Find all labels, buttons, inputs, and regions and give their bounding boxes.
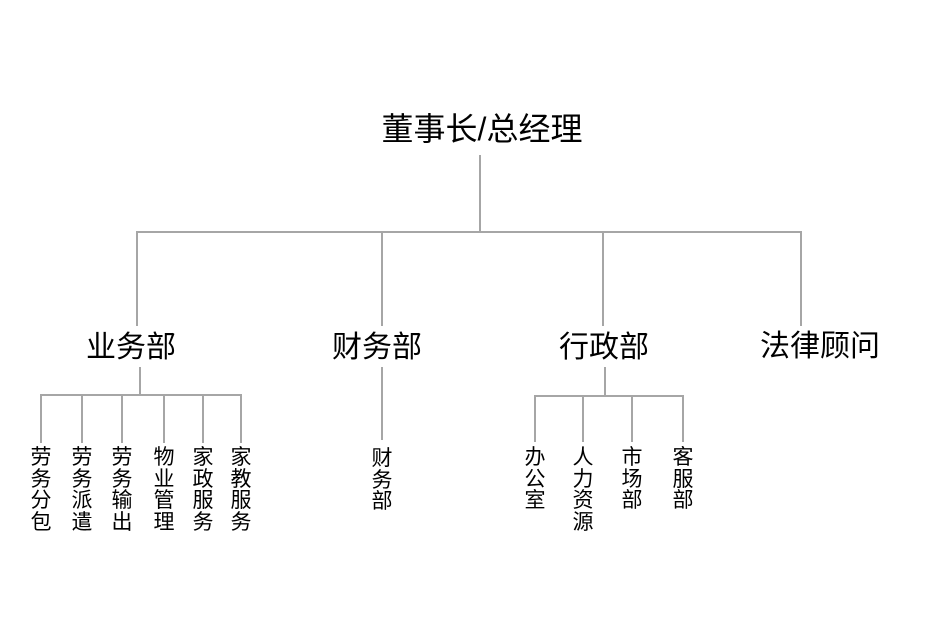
leaf-node-housekeeping-service: 家政服务 (192, 446, 214, 534)
connector-admin-child-3 (631, 395, 633, 442)
connector-root-drop (479, 155, 481, 232)
connector-admin-bar (534, 395, 684, 397)
connector-business-child-5 (202, 394, 204, 443)
connector-business-child-3 (121, 394, 123, 443)
org-root-node: 董事长/总经理 (381, 111, 583, 147)
connector-drop-legal (800, 231, 802, 326)
leaf-node-human-resources: 人力资源 (572, 446, 594, 534)
connector-admin-child-2 (582, 395, 584, 442)
connector-admin-stem (604, 367, 606, 396)
leaf-node-labor-dispatch: 劳务派遣 (71, 446, 93, 534)
leaf-node-labor-export: 劳务输出 (111, 446, 133, 534)
connector-business-child-2 (81, 394, 83, 443)
connector-business-bar (40, 394, 242, 396)
connector-admin-child-1 (534, 395, 536, 442)
connector-level1-bar (136, 231, 802, 233)
connector-finance-stem (381, 367, 383, 440)
leaf-node-property-management: 物业管理 (153, 446, 175, 534)
leaf-node-office: 办公室 (524, 446, 546, 512)
connector-business-child-1 (40, 394, 42, 443)
connector-business-stem (139, 367, 141, 395)
leaf-node-tutoring-service: 家教服务 (230, 446, 252, 534)
leaf-node-finance-dept: 财务部 (371, 447, 393, 513)
connector-admin-child-4 (682, 395, 684, 442)
dept-node-legal: 法律顾问 (760, 330, 880, 363)
connector-drop-business (136, 231, 138, 326)
dept-node-finance: 财务部 (332, 331, 422, 364)
leaf-node-labor-subcontract: 劳务分包 (30, 446, 52, 534)
connector-drop-finance (381, 231, 383, 326)
dept-node-admin: 行政部 (559, 331, 649, 364)
connector-drop-admin (602, 231, 604, 326)
leaf-node-marketing-dept: 市场部 (621, 446, 643, 512)
connector-business-child-6 (240, 394, 242, 443)
leaf-node-customer-service-dept: 客服部 (672, 446, 694, 512)
dept-node-business: 业务部 (86, 331, 176, 364)
connector-business-child-4 (163, 394, 165, 443)
